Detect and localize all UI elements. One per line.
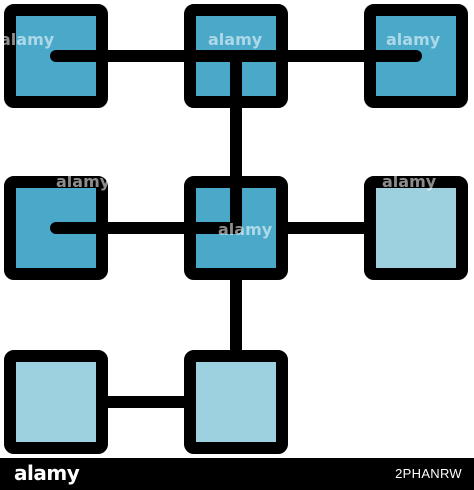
node-box-r3c1	[4, 350, 108, 454]
footer-logo: alamy	[14, 461, 80, 485]
block-network-diagram-icon	[4, 4, 468, 454]
image-code: 2PHANRW	[395, 466, 462, 481]
node-box-r2c3	[364, 176, 468, 280]
footer-bar: alamy 2PHANRW	[0, 458, 474, 490]
connector-overlays	[50, 50, 422, 234]
node-box-r3c2	[184, 350, 288, 454]
